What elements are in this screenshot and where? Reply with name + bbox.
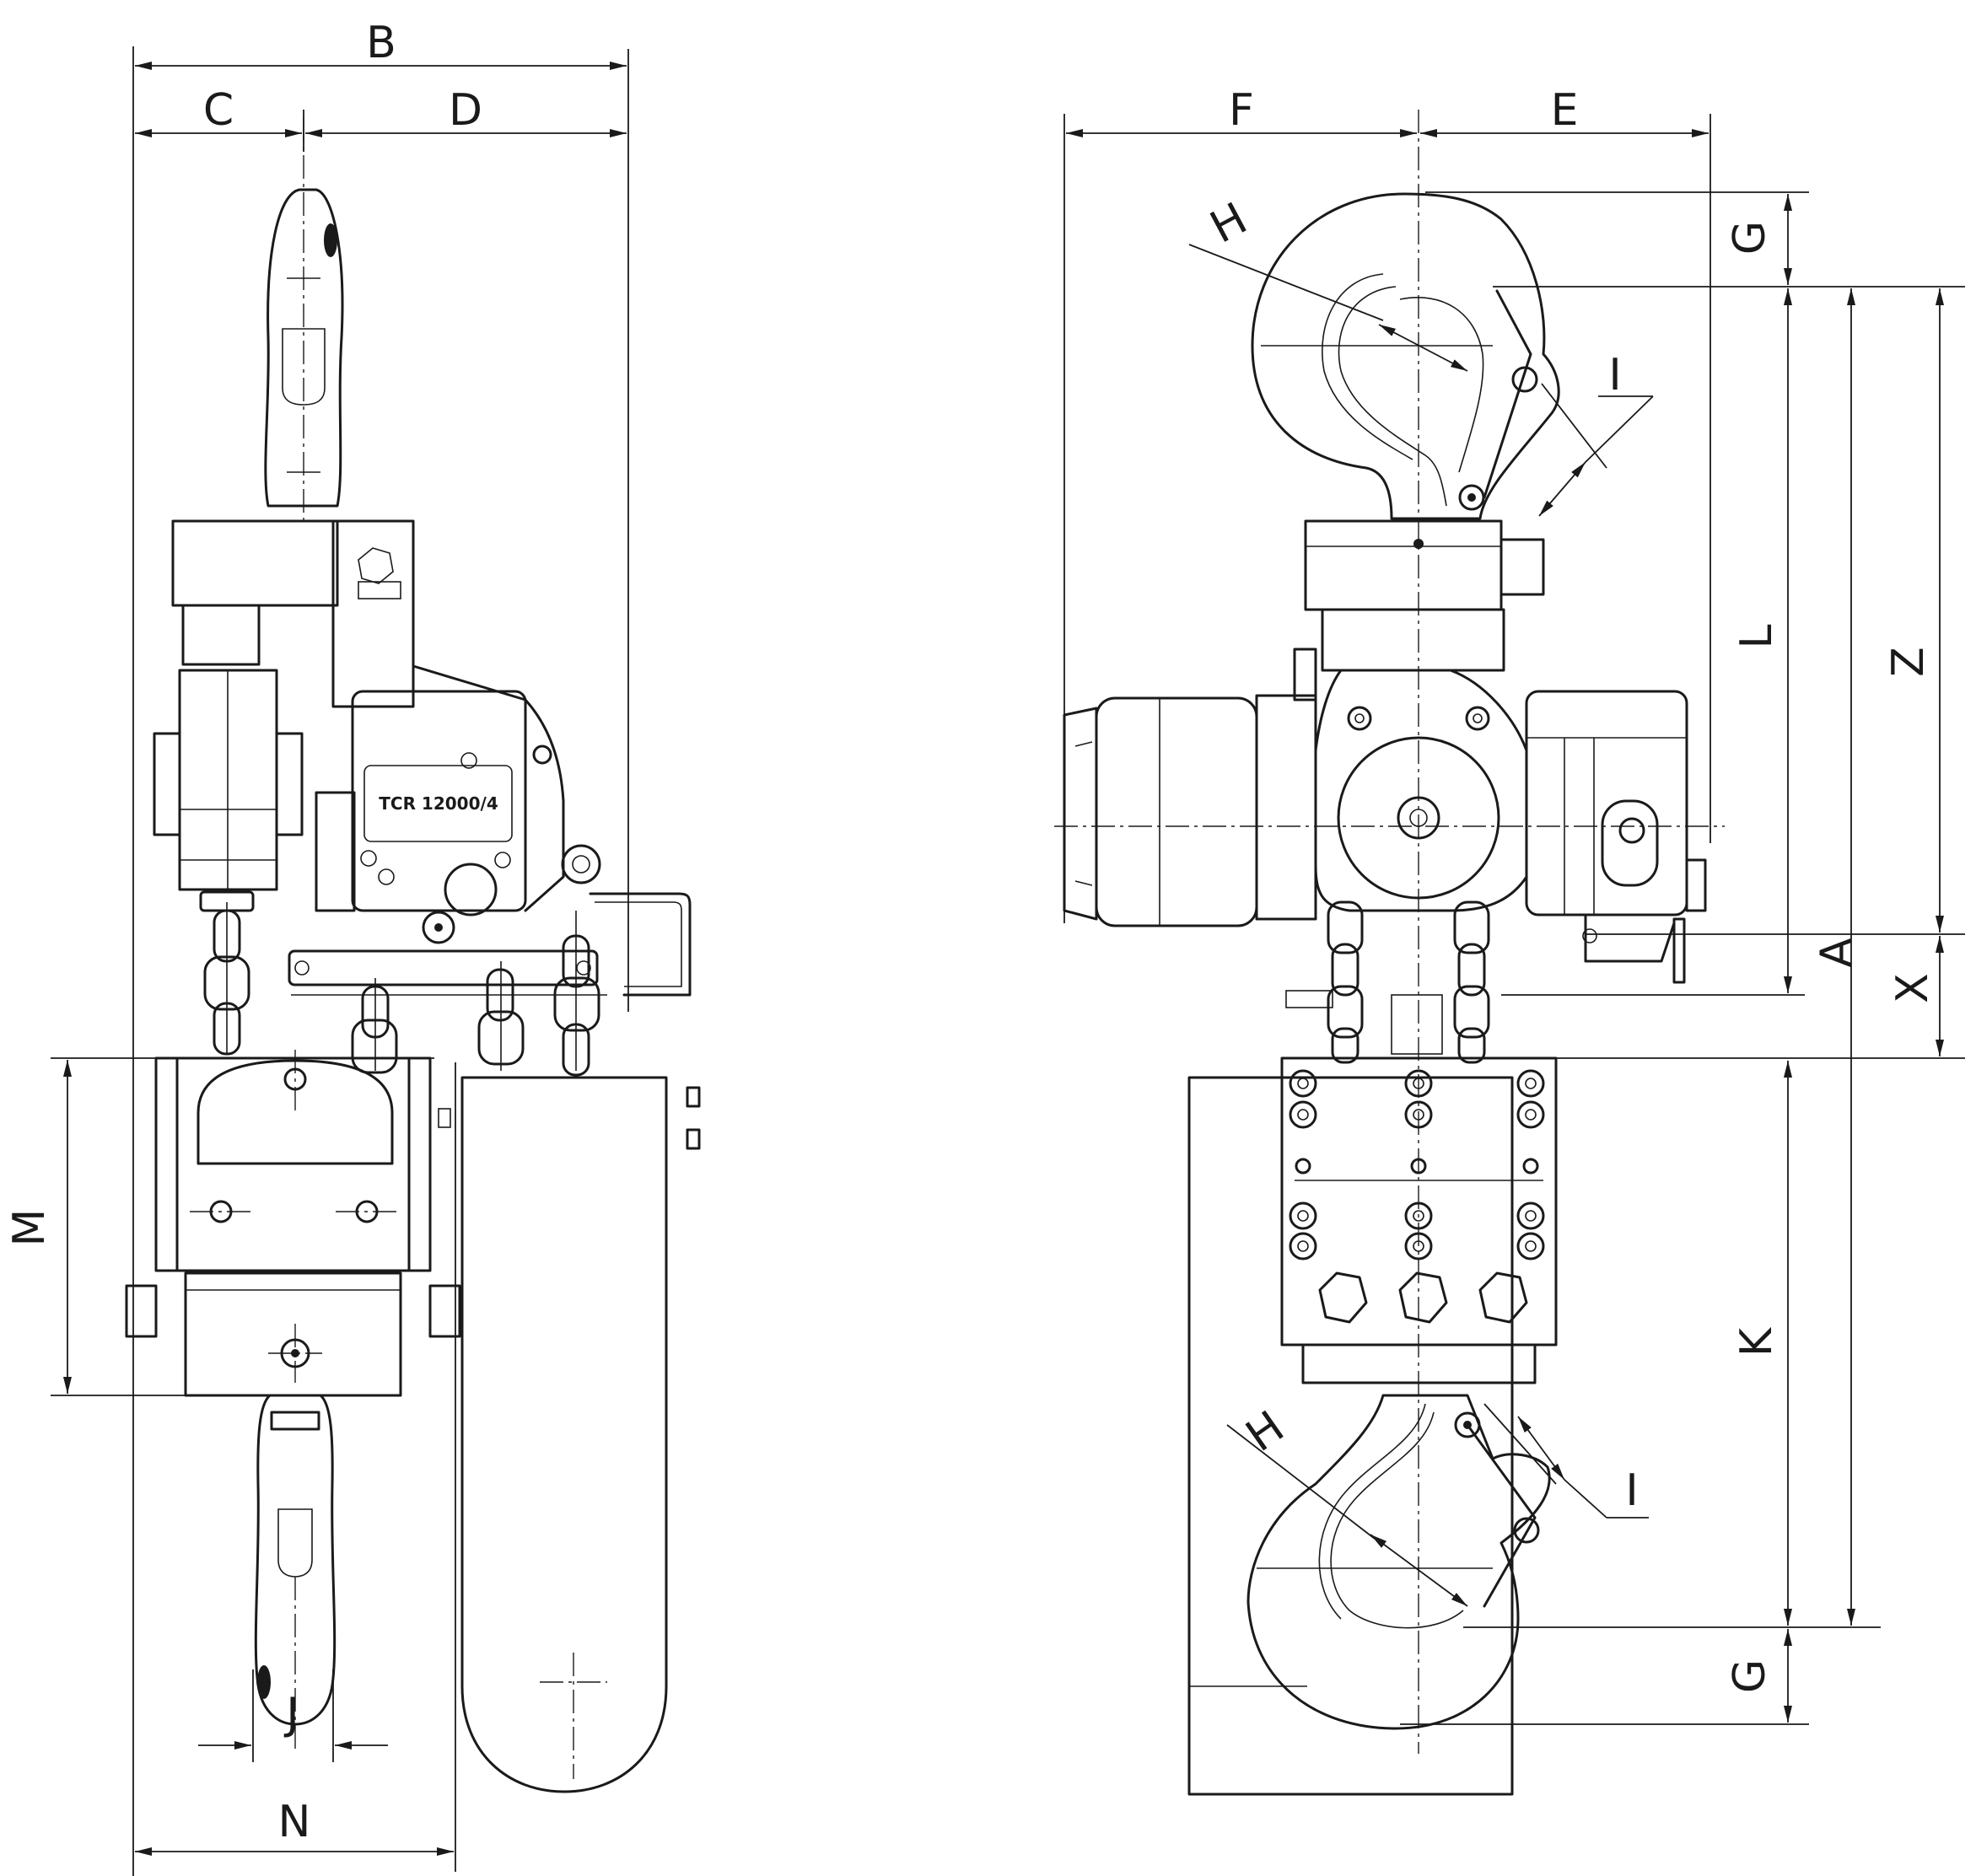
dim-label-h-bottom: H — [1237, 1401, 1293, 1462]
strain-relief — [1601, 799, 1659, 887]
bolt-icon — [1289, 1069, 1317, 1098]
bolt-icon — [1295, 1158, 1311, 1175]
bolt-head-icon — [1297, 1240, 1309, 1252]
nameplate-frame — [363, 765, 513, 842]
dim-line-h-top — [1378, 324, 1468, 372]
dim-label-d: D — [449, 85, 482, 136]
dim-leader-h-top — [1188, 244, 1384, 321]
side-view: TCR 12000/4 — [125, 118, 701, 1793]
motor-flange — [1255, 694, 1317, 921]
hex-nut-icon — [1478, 1271, 1528, 1324]
bolt-icon — [1516, 1201, 1545, 1230]
bolt-head-icon — [1297, 1078, 1309, 1089]
top-crosshead-block — [171, 519, 339, 607]
side-nut-right — [428, 1284, 461, 1338]
motor-body — [1095, 696, 1258, 927]
support-arm — [331, 519, 415, 708]
latch-pivot-icon — [1511, 366, 1538, 393]
dim-label-a: A — [1812, 938, 1862, 968]
bolt-head-icon — [1525, 1109, 1537, 1121]
dim-label-x: X — [1887, 973, 1938, 1003]
hex-bolt-icon — [358, 547, 394, 584]
bolt-head-icon — [1297, 1109, 1309, 1121]
dim-label-g-top: G — [1725, 221, 1775, 255]
block-bolts — [1289, 1069, 1545, 1261]
bolt-icon — [1289, 1232, 1317, 1261]
bolt-head-icon — [1413, 1210, 1424, 1222]
bolt-head-icon — [1525, 1078, 1537, 1089]
dim-label-h-top: H — [1203, 193, 1256, 253]
dim-label-n: N — [278, 1797, 311, 1847]
control-housing — [351, 690, 527, 912]
bolt-head-icon — [1525, 1210, 1537, 1222]
top-hook-front — [1251, 192, 1560, 520]
dim-line-i-bottom — [1517, 1416, 1565, 1481]
control-box — [1525, 690, 1688, 916]
dim-label-f: F — [1229, 85, 1254, 136]
bottom-block-side — [125, 1056, 461, 1397]
dim-label-c: C — [203, 85, 234, 136]
bolt-head-icon — [1525, 1240, 1537, 1252]
latch-pivot-icon — [324, 223, 337, 257]
bolt-icon — [1516, 1100, 1545, 1129]
load-chains-front — [1285, 900, 1490, 1064]
base-plate — [288, 949, 599, 986]
cable-gland — [444, 863, 498, 916]
hex-nut-icon — [1398, 1271, 1448, 1324]
brake-cover — [153, 732, 181, 836]
dim-label-k: K — [1731, 1326, 1782, 1357]
dim-label-i-bottom: I — [1625, 1465, 1638, 1516]
upper-suspension — [1304, 519, 1503, 611]
front-view-dimensions: F E G L Z X A K G H I — [1063, 85, 1965, 1725]
dim-line-h-bottom — [1370, 1534, 1468, 1607]
top-crosshead-lower — [181, 604, 261, 666]
dim-label-e: E — [1551, 85, 1579, 136]
dim-line-i-top — [1538, 461, 1586, 517]
dim-label-l: L — [1731, 624, 1782, 648]
dim-label-i-top: I — [1608, 350, 1621, 400]
load-chains-side — [199, 890, 600, 1077]
bolt-icon — [1516, 1232, 1545, 1261]
bolt-icon — [1289, 1100, 1317, 1129]
dim-label-j: J — [283, 1689, 299, 1739]
bottom-hook-side — [254, 1394, 337, 1726]
chain-bag — [460, 1076, 668, 1793]
hook-carrier — [184, 1271, 402, 1397]
dim-label-z: Z — [1883, 647, 1934, 677]
hex-nut-icon — [1318, 1271, 1368, 1324]
gearbox-housing — [1314, 669, 1528, 912]
bottom-hook-front — [1246, 1394, 1551, 1730]
dim-label-g-bottom: G — [1725, 1659, 1775, 1693]
bolt-icon — [1516, 1069, 1545, 1098]
front-view — [1054, 110, 1725, 1796]
side-view-dimensions: B C D M J N — [4, 18, 629, 1876]
dim-label-m: M — [4, 1209, 55, 1247]
sheave-cover — [197, 1059, 394, 1165]
bolt-icon — [1522, 1158, 1539, 1175]
motor-fan-cover — [1063, 707, 1098, 921]
dim-label-b: B — [366, 18, 396, 68]
bolt-icon — [1289, 1201, 1317, 1230]
side-nut-left — [125, 1284, 158, 1338]
nameplate-text: TCR 12000/4 — [379, 793, 498, 814]
bolt-head-icon — [1297, 1210, 1309, 1222]
